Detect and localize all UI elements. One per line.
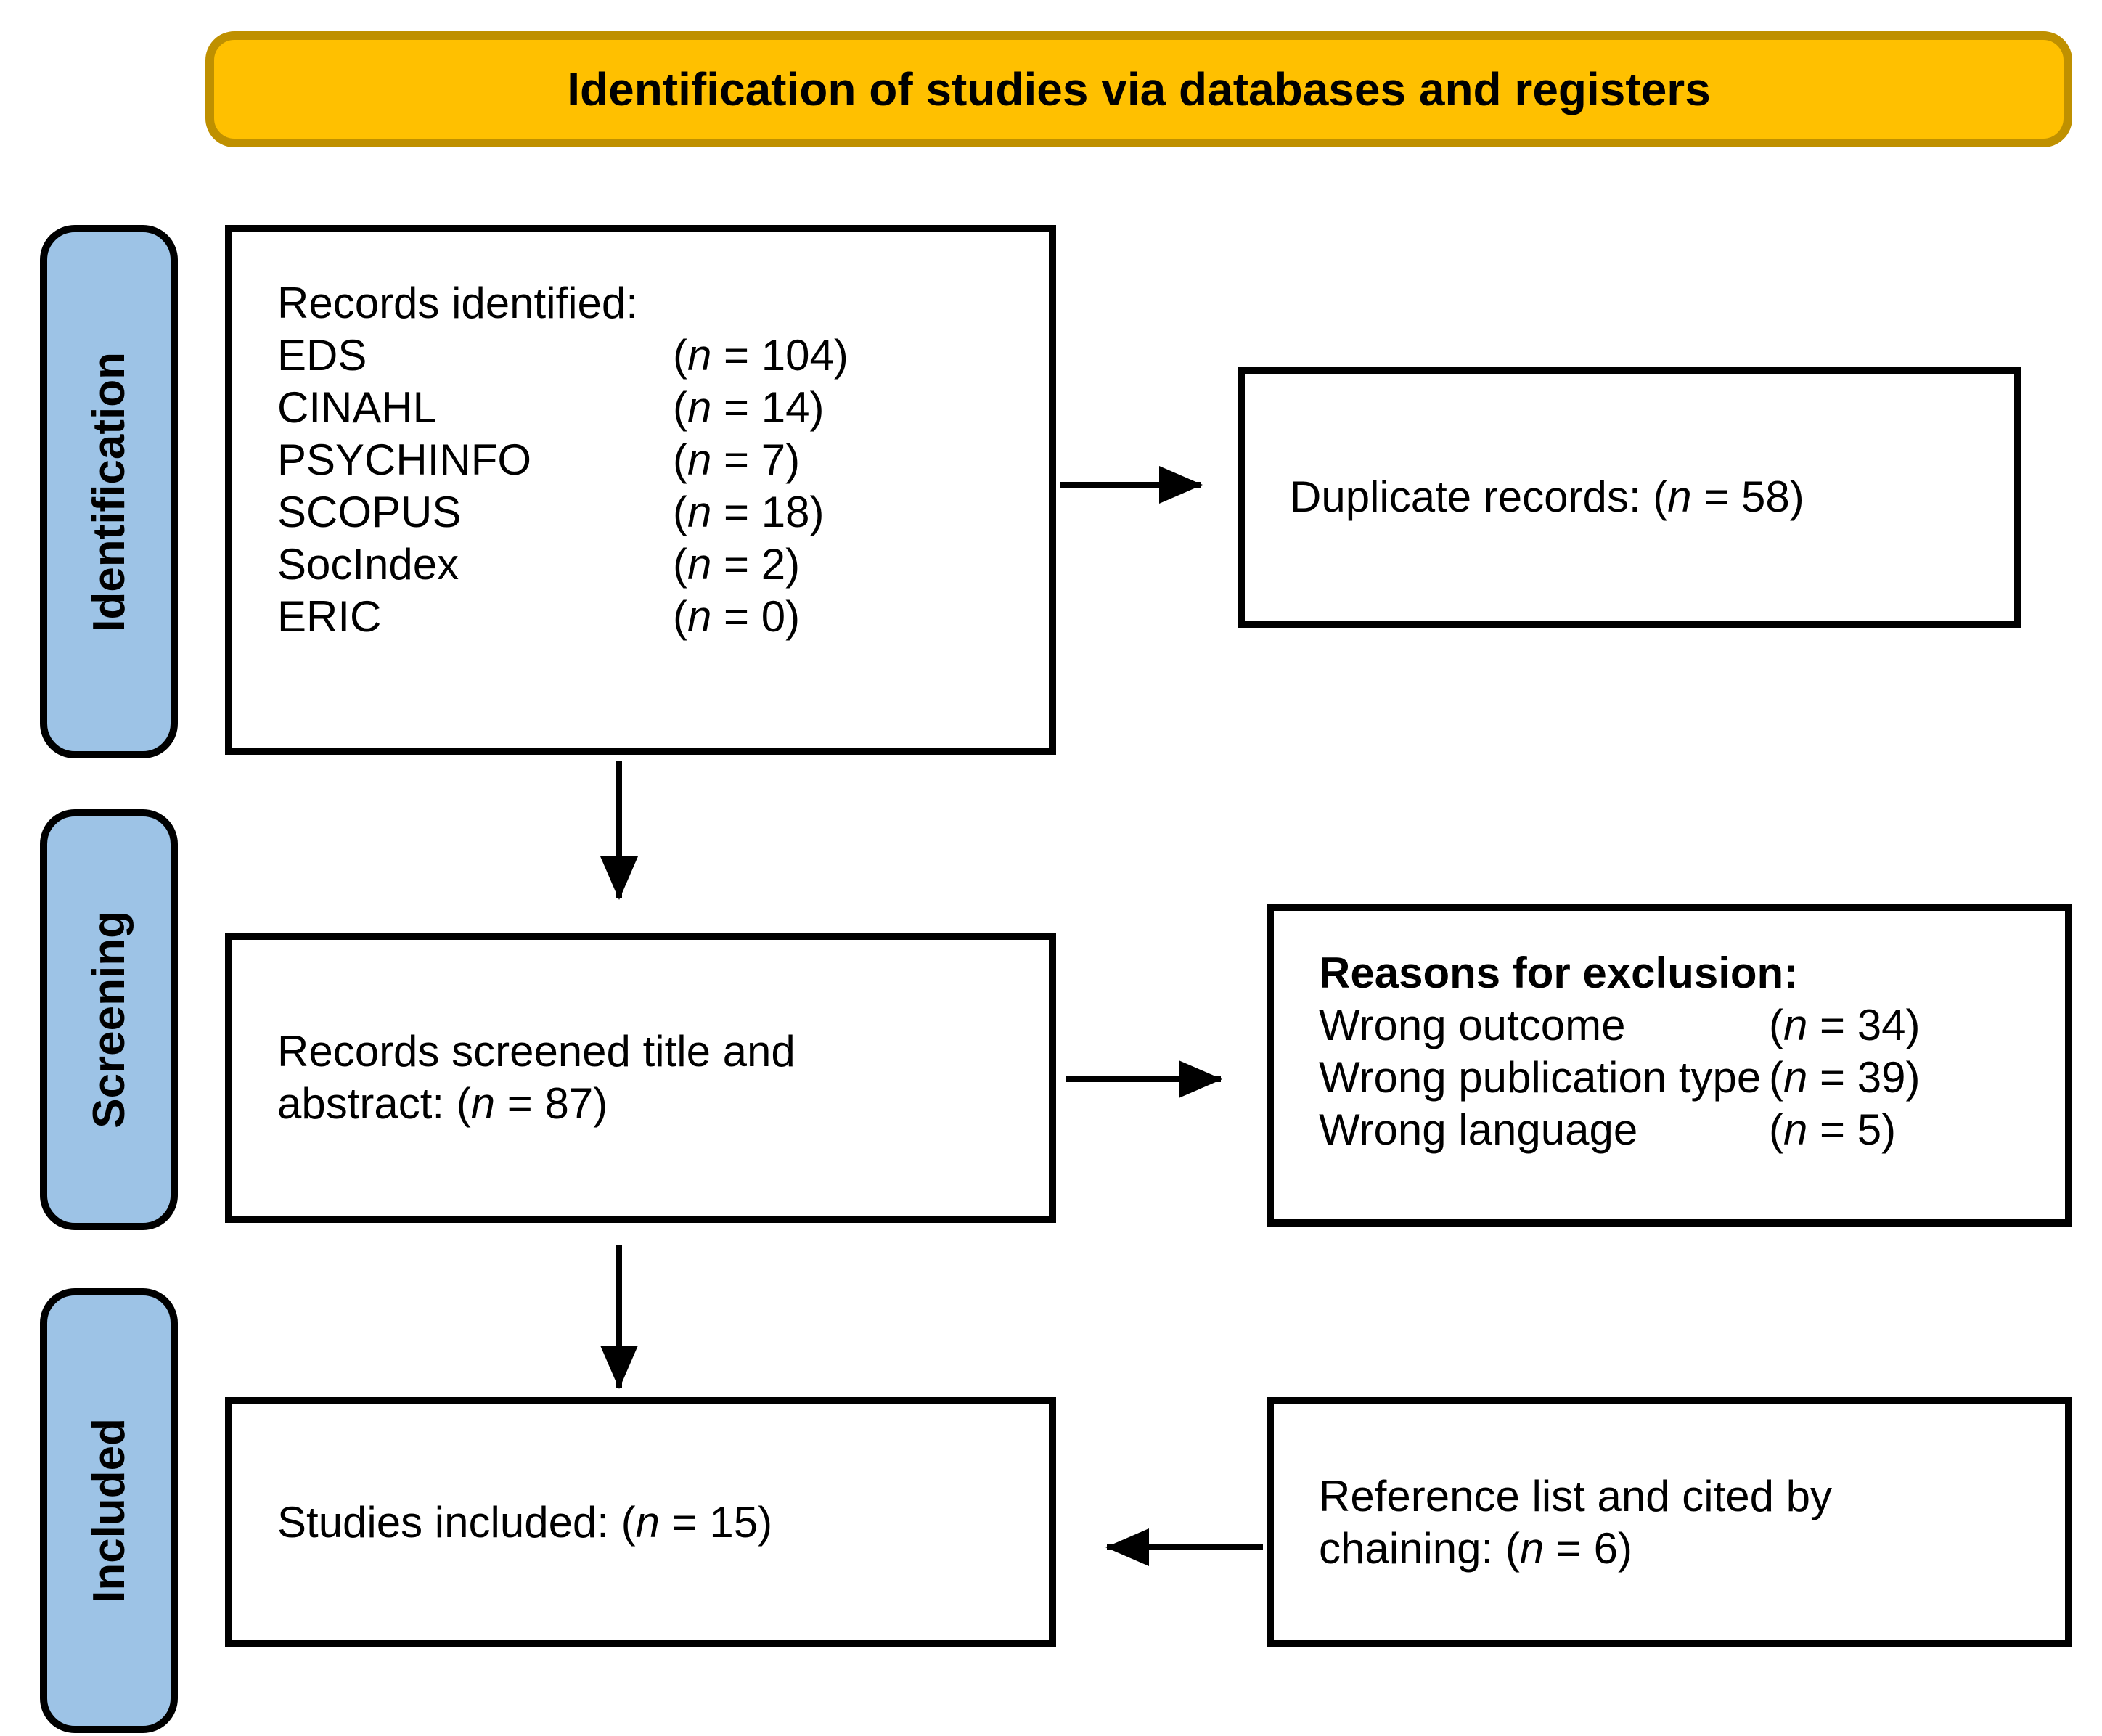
- exclusion-reason: Wrong outcome: [1319, 1001, 1626, 1049]
- database-name: PSYCHINFO: [277, 435, 532, 484]
- duplicate-records-box: Duplicate records: (n = 58): [1238, 367, 2021, 628]
- records-identified-box: Records identified: EDS (n = 104) CINAHL…: [225, 225, 1056, 755]
- database-row: CINAHL (n = 14): [277, 382, 1027, 434]
- studies-included-box: Studies included: (n = 15): [225, 1397, 1056, 1647]
- database-row: EDS (n = 104): [277, 329, 1027, 382]
- database-name: CINAHL: [277, 383, 438, 432]
- records-screened-line2: abstract: (n = 87): [277, 1079, 608, 1128]
- page-title: Identification of studies via databases …: [567, 63, 1711, 115]
- stage-label-text: Screening: [83, 911, 134, 1129]
- stage-label-screening: Screening: [40, 809, 178, 1230]
- stage-label-included: Included: [40, 1288, 178, 1733]
- stage-label-identification: Identification: [40, 225, 178, 758]
- exclusion-count: (n = 34): [1769, 1001, 1921, 1049]
- exclusion-count: (n = 5): [1769, 1105, 1897, 1154]
- reference-list-line1: Reference list and cited by: [1319, 1471, 1833, 1520]
- database-name: SCOPUS: [277, 488, 462, 536]
- database-count: (n = 2): [673, 540, 801, 589]
- exclusion-row: Wrong publication type (n = 39): [1319, 1052, 2050, 1104]
- reasons-exclusion-box: Reasons for exclusion: Wrong outcome (n …: [1267, 904, 2072, 1227]
- database-name: ERIC: [277, 592, 382, 641]
- exclusion-reason: Wrong publication type: [1319, 1053, 1762, 1102]
- title-banner: Identification of studies via databases …: [205, 31, 2072, 147]
- database-count: (n = 7): [673, 435, 801, 484]
- stage-label-text: Included: [83, 1418, 134, 1603]
- studies-included-text: Studies included: (n = 15): [277, 1497, 773, 1547]
- database-count: (n = 18): [673, 488, 825, 536]
- records-screened-line1: Records screened title and: [277, 1027, 796, 1076]
- database-count: (n = 104): [673, 331, 848, 380]
- reference-list-line2: chaining: (n = 6): [1319, 1523, 1632, 1573]
- database-name: EDS: [277, 331, 367, 380]
- database-count: (n = 14): [673, 383, 825, 432]
- reasons-exclusion-heading: Reasons for exclusion:: [1319, 949, 1799, 997]
- database-row: PSYCHINFO (n = 7): [277, 434, 1027, 486]
- database-name: SocIndex: [277, 540, 459, 589]
- database-count: (n = 0): [673, 592, 801, 641]
- exclusion-reason: Wrong language: [1319, 1105, 1638, 1154]
- stage-label-text: Identification: [83, 351, 134, 632]
- exclusion-row: Wrong outcome (n = 34): [1319, 999, 2050, 1052]
- records-identified-heading: Records identified:: [277, 279, 638, 327]
- database-row: SCOPUS (n = 18): [277, 486, 1027, 539]
- exclusion-row: Wrong language (n = 5): [1319, 1104, 2050, 1156]
- records-screened-box: Records screened title and abstract: (n …: [225, 933, 1056, 1223]
- exclusion-count: (n = 39): [1769, 1053, 1921, 1102]
- database-row: ERIC (n = 0): [277, 591, 1027, 643]
- database-row: SocIndex (n = 2): [277, 539, 1027, 591]
- duplicate-records-text: Duplicate records: (n = 58): [1290, 472, 1804, 521]
- reference-list-box: Reference list and cited by chaining: (n…: [1267, 1397, 2072, 1647]
